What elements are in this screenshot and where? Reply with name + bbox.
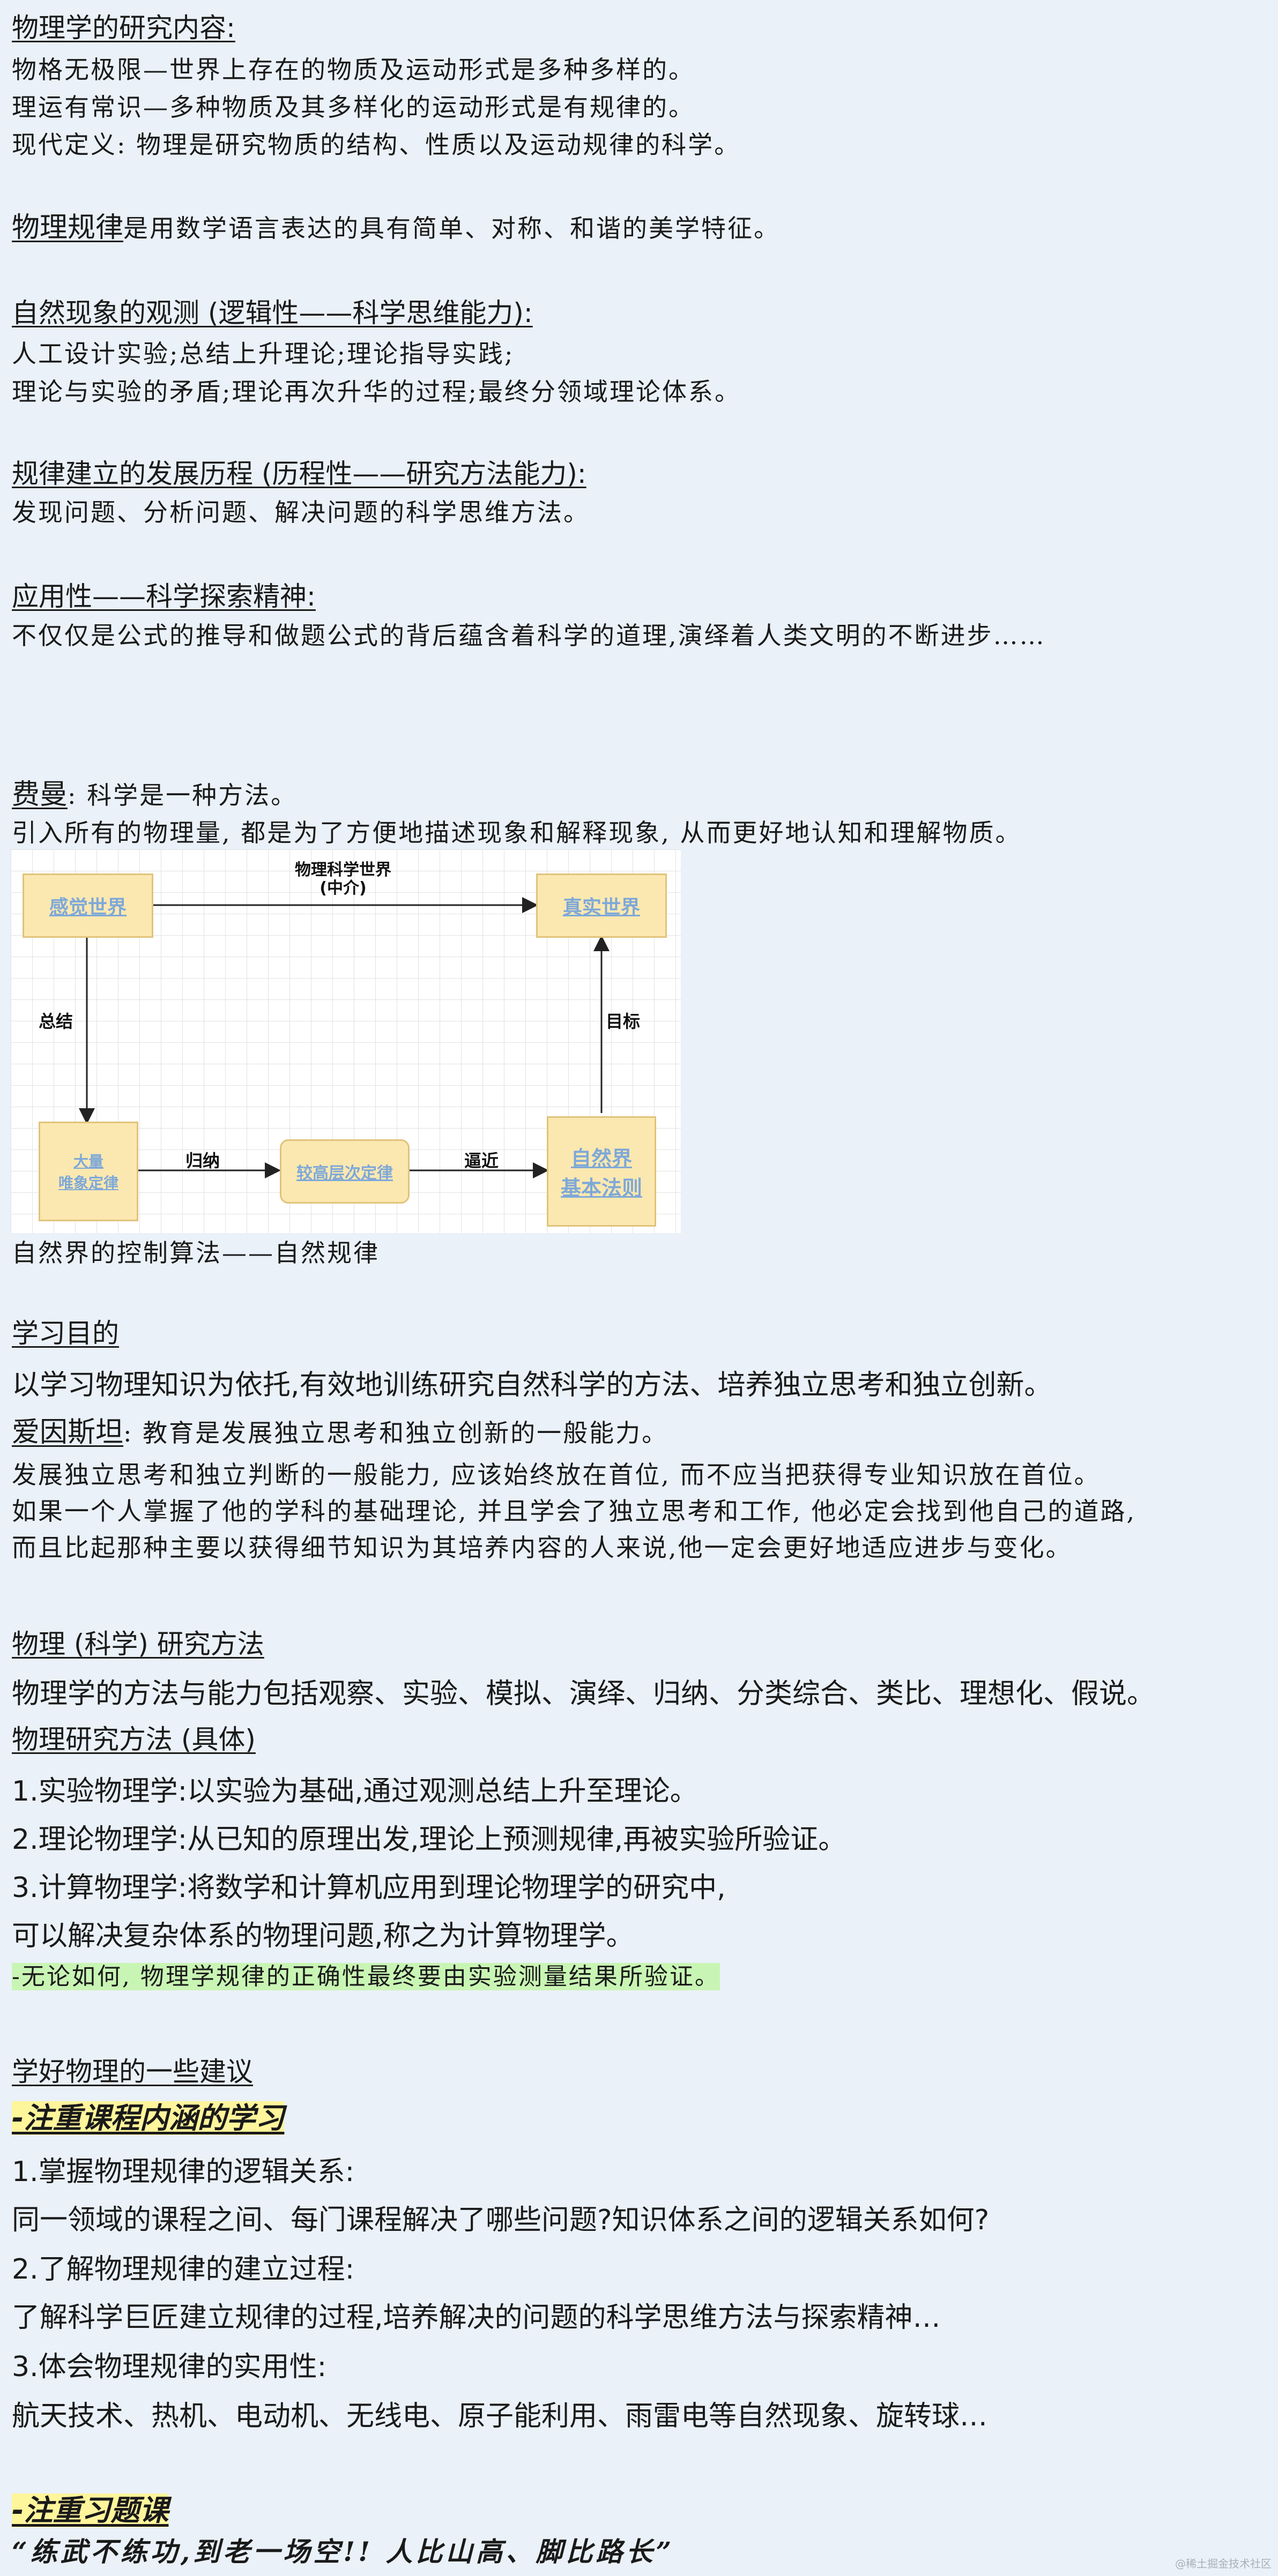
section-heading-application: 应用性——科学探索精神: bbox=[12, 581, 316, 612]
sub-heading-line: -注重课程内涵的学习 bbox=[12, 2094, 285, 2137]
text-line: 而且比起那种主要以获得细节知识为其培养内容的人来说,他一定会更好地适应进步与变化… bbox=[12, 1533, 1072, 1562]
feynman-name: 费曼 bbox=[12, 779, 68, 811]
advice-item: 3.体会物理规律的实用性: bbox=[12, 2351, 327, 2383]
advice-item: 航天技术、热机、电动机、无线电、原子能利用、雨雷电等自然现象、旋转球… bbox=[12, 2400, 988, 2432]
diagram-arrows bbox=[79, 897, 610, 1178]
physics-law-text: 是用数学语言表达的具有简单、对称、和谐的美学特征。 bbox=[123, 214, 781, 243]
sub-heading-course: -注重课程内涵的学习 bbox=[12, 2101, 285, 2135]
box-real-world: 真实世界 bbox=[536, 873, 667, 938]
text-line: 人工设计实验;总结上升理论;理论指导实践; bbox=[12, 339, 515, 368]
section-heading-history: 规律建立的发展历程 (历程性——研究方法能力): bbox=[12, 458, 586, 489]
text-line: 物格无极限—世界上存在的物质及运动形式是多种多样的。 bbox=[12, 55, 695, 84]
section-heading-learning-goal: 学习目的 bbox=[12, 1318, 119, 1349]
sub-heading-exercises: -注重习题课 bbox=[12, 2493, 169, 2527]
diagram-caption: 自然界的控制算法——自然规律 bbox=[12, 1238, 380, 1267]
advice-item: 2.了解物理规律的建立过程: bbox=[12, 2253, 355, 2286]
label-science-world-line1: 物理科学世界 bbox=[295, 861, 391, 879]
method-item: 1.实验物理学:以实验为基础,通过观测总结上升至理论。 bbox=[12, 1775, 698, 1808]
section-heading-research-content: 物理学的研究内容: bbox=[12, 12, 235, 43]
advice-item: 同一领域的课程之间、每门课程解决了哪些问题?知识体系之间的逻辑关系如何? bbox=[12, 2204, 990, 2236]
text-line: 现代定义: 物理是研究物质的结构、性质以及运动规律的科学。 bbox=[12, 130, 741, 159]
sub-heading-line: -注重习题课 bbox=[12, 2487, 169, 2529]
text-line: 物理学的方法与能力包括观察、实验、模拟、演绎、归纳、分类综合、类比、理想化、假说… bbox=[12, 1678, 1155, 1710]
advice-item: 1.掌握物理规律的逻辑关系: bbox=[12, 2156, 355, 2188]
physics-world-diagram: 感觉世界 真实世界 大量 唯象定律 较高层次定律 自然界 基本法则 物理科学世界… bbox=[11, 849, 681, 1233]
box-phen-line1: 大量 bbox=[73, 1153, 103, 1170]
box-nature-laws: 自然界 基本法则 bbox=[547, 1116, 656, 1227]
text-line: 引入所有的物理量, 都是为了方便地描述现象和解释现象, 从而更好地认知和理解物质… bbox=[12, 818, 1022, 847]
einstein-line: 爱因斯坦: 教育是发展独立思考和独立创新的一般能力。 bbox=[12, 1409, 668, 1450]
section-heading-methods-specific: 物理研究方法 (具体) bbox=[12, 1724, 256, 1755]
highlight-line: -无论如何, 物理学规律的正确性最终要由实验测量结果所验证。 bbox=[12, 1957, 720, 1991]
label-science-world-line2: (中介) bbox=[320, 879, 367, 898]
advice-item: 了解科学巨匠建立规律的过程,培养解决的问题的科学思维方法与探索精神… bbox=[12, 2302, 941, 2334]
text-line: 理论与实验的矛盾;理论再次升华的过程;最终分领域理论体系。 bbox=[12, 377, 741, 406]
section-heading-methods: 物理 (科学) 研究方法 bbox=[12, 1629, 264, 1660]
box-higher-laws: 较高层次定律 bbox=[280, 1139, 410, 1204]
watermark: @稀土掘金技术社区 bbox=[1175, 2557, 1272, 2570]
section-heading-observation: 自然现象的观测 (逻辑性——科学思维能力): bbox=[12, 297, 533, 328]
section-heading-advice: 学好物理的一些建议 bbox=[12, 2056, 253, 2087]
feynman-quote: : 科学是一种方法。 bbox=[68, 781, 298, 810]
feynman-line: 费曼: 科学是一种方法。 bbox=[12, 772, 297, 812]
einstein-quote: : 教育是发展独立思考和独立创新的一般能力。 bbox=[123, 1418, 668, 1447]
label-summary: 总结 bbox=[39, 1011, 73, 1032]
method-item: 3.计算物理学:将数学和计算机应用到理论物理学的研究中, bbox=[12, 1872, 726, 1904]
text-line: 不仅仅是公式的推导和做题公式的背后蕴含着科学的道理,演绎着人类文明的不断进步…… bbox=[12, 621, 1046, 650]
method-item: 2.理论物理学:从已知的原理出发,理论上预测规律,再被实验所验证。 bbox=[12, 1824, 846, 1856]
physics-law-line: 物理规律是用数学语言表达的具有简单、对称、和谐的美学特征。 bbox=[12, 205, 780, 245]
text-line: 发现问题、分析问题、解决问题的科学思维方法。 bbox=[12, 498, 590, 527]
box-nature-line2: 基本法则 bbox=[560, 1176, 642, 1200]
text-line: 如果一个人掌握了他的学科的基础理论, 并且学会了独立思考和工作, 他必定会找到他… bbox=[12, 1497, 1136, 1526]
method-item: 可以解决复杂体系的物理问题,称之为计算物理学。 bbox=[12, 1920, 634, 1952]
experiment-verification-highlight: -无论如何, 物理学规律的正确性最终要由实验测量结果所验证。 bbox=[12, 1963, 720, 1990]
einstein-name: 爱因斯坦 bbox=[12, 1416, 124, 1448]
label-induce: 归纳 bbox=[185, 1151, 220, 1171]
text-line: 以学习物理知识为依托,有效地训练研究自然科学的方法、培养独立思考和独立创新。 bbox=[12, 1369, 1052, 1401]
physics-law-term: 物理规律 bbox=[12, 212, 124, 244]
box-phen-line2: 唯象定律 bbox=[58, 1174, 118, 1192]
text-line: 发展独立思考和独立判断的一般能力, 应该始终放在首位, 而不应当把获得专业知识放… bbox=[12, 1460, 1101, 1489]
label-goal: 目标 bbox=[606, 1011, 641, 1032]
label-science-world: 物理科学世界 (中介) bbox=[279, 861, 407, 898]
text-line: 理运有常识—多种物质及其多样化的运动形式是有规律的。 bbox=[12, 93, 695, 122]
box-nature-line1: 自然界 bbox=[570, 1147, 632, 1170]
box-perceived-world: 感觉世界 bbox=[23, 873, 153, 938]
proverb-quote: “练武不练功,到老一场空!! 人比山高、脚比路长” bbox=[12, 2536, 675, 2567]
box-phenomenological-laws: 大量 唯象定律 bbox=[39, 1122, 138, 1221]
label-approach: 逼近 bbox=[464, 1151, 499, 1171]
